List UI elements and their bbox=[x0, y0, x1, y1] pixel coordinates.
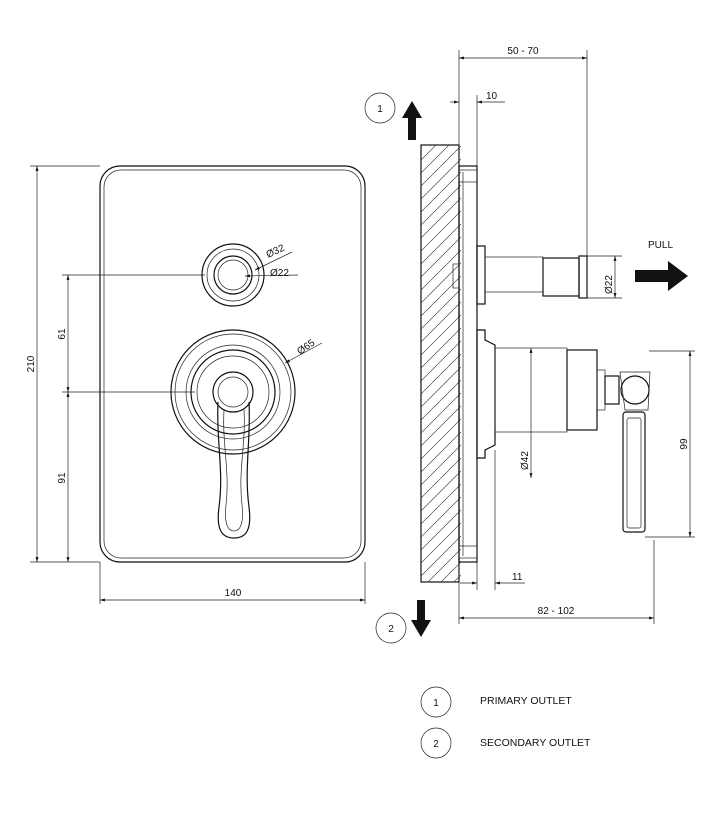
dim-depth-range-bottom: 82 - 102 bbox=[538, 606, 575, 617]
dim-body-dia: Ø42 bbox=[520, 451, 531, 470]
hatch-line bbox=[421, 405, 461, 447]
pull-arrow-icon bbox=[635, 261, 688, 291]
hatch-line bbox=[421, 314, 461, 356]
hatch-line bbox=[421, 353, 461, 395]
dim-pull-knob-dia: Ø22 bbox=[604, 275, 615, 294]
hatch-line bbox=[421, 288, 461, 330]
dim-depth-range-top: 50 - 70 bbox=[507, 46, 539, 57]
dim-outlet-inner-value: 22 bbox=[278, 268, 290, 279]
plate-edge bbox=[458, 165, 478, 563]
hatch-line bbox=[421, 145, 461, 187]
hatch-line bbox=[421, 171, 461, 213]
wall-section bbox=[420, 144, 461, 583]
legend-number: 2 bbox=[433, 739, 439, 750]
mixer-body-side bbox=[476, 329, 651, 533]
hatch-line bbox=[453, 574, 461, 582]
dim-outlet-outer-dia: Ø32 bbox=[265, 243, 287, 261]
diameter-symbol: Ø bbox=[604, 286, 615, 294]
secondary-outlet-callout: 2 bbox=[375, 612, 407, 644]
lever-handle bbox=[217, 401, 251, 539]
legend-label: SECONDARY OUTLET bbox=[480, 737, 591, 749]
hatch-line bbox=[421, 158, 461, 200]
hatch-line bbox=[421, 184, 461, 226]
hatch-line bbox=[421, 340, 461, 382]
callout-number-1: 1 bbox=[377, 104, 383, 115]
primary-outlet-callout: 1 bbox=[364, 92, 396, 124]
diameter-symbol: Ø bbox=[270, 268, 278, 279]
hatch-line bbox=[421, 483, 461, 525]
diverter-rosette bbox=[201, 243, 265, 307]
arrow-up-icon bbox=[402, 101, 422, 140]
cover-plate-inner bbox=[103, 169, 362, 559]
svg-text:Ø22: Ø22 bbox=[270, 268, 289, 279]
legend-item: 2 SECONDARY OUTLET bbox=[420, 727, 591, 759]
cover-plate bbox=[99, 165, 366, 563]
hatch-line bbox=[421, 301, 461, 343]
dim-lower-offset: 91 bbox=[57, 472, 68, 484]
diameter-symbol: Ø bbox=[265, 247, 277, 260]
hatch-line bbox=[421, 366, 461, 408]
diameter-symbol: Ø bbox=[520, 462, 531, 470]
dim-body-value: 42 bbox=[520, 451, 531, 463]
dim-pull-knob-value: 22 bbox=[604, 275, 615, 287]
hatch-line bbox=[421, 262, 461, 304]
hatch-line bbox=[421, 457, 461, 499]
hatch-line bbox=[421, 249, 461, 291]
hatch-line bbox=[421, 444, 461, 486]
hatch-line bbox=[421, 535, 461, 577]
callout-number-2: 2 bbox=[388, 624, 394, 635]
hatch-line bbox=[421, 392, 461, 434]
hatch-line bbox=[421, 145, 437, 161]
dim-outlet-outer-value: 32 bbox=[272, 243, 287, 258]
legend-item: 1 PRIMARY OUTLET bbox=[420, 686, 572, 718]
hatch-line bbox=[421, 431, 461, 473]
hatch-line bbox=[421, 236, 461, 278]
dim-outlet-inner-dia: Ø22 bbox=[270, 268, 289, 279]
pull-label: PULL bbox=[648, 240, 673, 251]
svg-text:Ø22: Ø22 bbox=[604, 275, 615, 294]
hatch-line bbox=[421, 379, 461, 421]
hatch-line bbox=[440, 561, 461, 582]
hatch-line bbox=[421, 470, 461, 512]
front-view: 210 61 91 140 Ø32 Ø22 Ø65 bbox=[26, 165, 366, 604]
hatch-line bbox=[421, 509, 461, 551]
dim-plate-width: 140 bbox=[225, 588, 242, 599]
svg-text:Ø32: Ø32 bbox=[265, 243, 287, 261]
dim-escutcheon-dia: Ø65 bbox=[295, 337, 317, 357]
svg-text:Ø65: Ø65 bbox=[295, 337, 317, 357]
hatch-line bbox=[421, 275, 461, 317]
hatch-line bbox=[421, 496, 461, 538]
dim-overall-height: 210 bbox=[26, 355, 37, 372]
dim-plate-thickness: 10 bbox=[486, 91, 498, 102]
svg-text:Ø42: Ø42 bbox=[520, 451, 531, 470]
legend-number: 1 bbox=[433, 698, 439, 709]
hatch-line bbox=[421, 327, 461, 369]
legend-label: PRIMARY OUTLET bbox=[480, 695, 572, 707]
hatch-line bbox=[421, 522, 461, 564]
hatch-line bbox=[421, 223, 461, 265]
hatch-line bbox=[421, 210, 461, 252]
hatch-line bbox=[427, 548, 461, 582]
dim-rear-offset: 11 bbox=[512, 572, 523, 583]
dim-upper-offset: 61 bbox=[57, 328, 68, 340]
legend: 1 PRIMARY OUTLET 2 SECONDARY OUTLET bbox=[420, 686, 591, 759]
hatch-line bbox=[421, 145, 450, 174]
pull-knob-side bbox=[452, 245, 588, 305]
arrow-down-icon bbox=[411, 600, 431, 637]
dim-lever-height: 99 bbox=[679, 438, 690, 450]
hatch-line bbox=[421, 418, 461, 460]
side-view: 50 - 70 10 Ø22 PULL Ø42 99 11 bbox=[364, 46, 695, 644]
hatch-line bbox=[421, 197, 461, 239]
